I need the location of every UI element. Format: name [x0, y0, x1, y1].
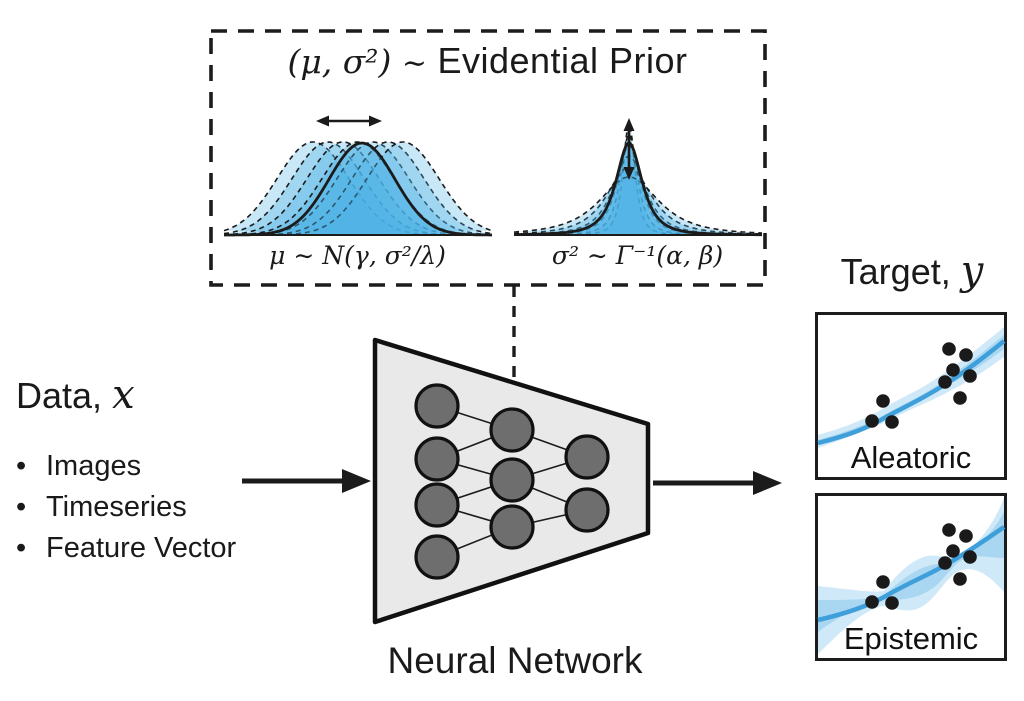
network-node	[489, 457, 535, 503]
input-arrow-icon	[242, 469, 371, 493]
regression-line	[817, 525, 1006, 623]
neural-network-label: Neural Network	[387, 640, 643, 681]
prior-title-text: Evidential Prior	[437, 40, 688, 81]
aleatoric-plot	[817, 327, 1006, 448]
target-heading-math-y: y	[960, 248, 984, 294]
data-heading-math-x: x	[112, 372, 135, 418]
evidential-prior-title: (μ, σ²) ∼ Evidential Prior	[210, 40, 765, 82]
bullet-label: Feature Vector	[46, 532, 237, 564]
mu-prior-label: μ ∼ N(γ, σ²/λ)	[269, 241, 446, 270]
epistemic-uncertainty-panel: Epistemic	[815, 493, 1007, 661]
data-point	[963, 369, 977, 383]
network-node	[414, 383, 460, 429]
data-heading-text: Data,	[16, 375, 103, 416]
network-node	[564, 487, 610, 533]
epistemic-label: Epistemic	[843, 621, 979, 656]
network-node	[414, 482, 460, 528]
gaussian-curves	[223, 141, 493, 237]
tilde-symbol: ∼	[401, 46, 427, 81]
target-heading-text: Target,	[840, 251, 951, 292]
mu-distribution-plot	[223, 115, 493, 237]
aleatoric-label: Aleatoric	[850, 440, 972, 475]
bullet-icon: •	[16, 450, 27, 482]
data-point	[938, 556, 952, 570]
data-point	[953, 391, 967, 405]
data-point	[885, 596, 899, 610]
data-point	[938, 375, 952, 389]
evidential-prior-dashed-box	[209, 29, 767, 287]
data-point	[942, 523, 956, 537]
neural-network-diagram	[372, 337, 651, 625]
horizontal-shift-arrow	[316, 115, 382, 127]
bullet-label: Images	[46, 450, 142, 482]
bullet-label: Timeseries	[46, 491, 187, 523]
network-node	[414, 436, 460, 482]
data-point	[865, 595, 879, 609]
regression-line	[817, 339, 1006, 446]
network-node	[564, 434, 610, 480]
data-heading: Data, x	[16, 372, 135, 418]
data-point	[963, 550, 977, 564]
network-node	[489, 504, 535, 550]
inner-confidence-band	[818, 512, 1004, 632]
list-item: • Images	[16, 446, 236, 487]
prior-network-connector	[512, 286, 516, 380]
data-point	[876, 575, 890, 589]
list-item: • Timeseries	[16, 487, 236, 528]
sigma-prior-label: σ² ∼ Γ⁻¹(α, β)	[551, 241, 724, 270]
data-point	[876, 394, 890, 408]
data-point	[946, 544, 960, 558]
bullet-icon: •	[16, 532, 27, 564]
outer-confidence-band	[818, 327, 1004, 448]
data-point	[865, 414, 879, 428]
list-item: • Feature Vector	[16, 528, 236, 569]
network-node	[414, 534, 460, 580]
data-point	[953, 572, 967, 586]
output-arrow-icon	[653, 471, 782, 495]
bullet-icon: •	[16, 491, 27, 523]
data-point	[946, 363, 960, 377]
aleatoric-uncertainty-panel: Aleatoric	[815, 312, 1007, 480]
prior-title-math: (μ, σ²)	[287, 42, 392, 81]
inverse-gamma-curves	[513, 123, 763, 237]
network-nodes	[414, 383, 610, 580]
data-bullet-list: • Images • Timeseries • Feature Vector	[16, 446, 236, 569]
data-point	[885, 415, 899, 429]
network-node	[489, 407, 535, 453]
epistemic-plot	[817, 498, 1006, 654]
data-point	[942, 342, 956, 356]
data-point	[959, 348, 973, 362]
vertical-shift-arrow	[623, 118, 635, 180]
scatter-points	[865, 523, 977, 610]
sigma-distribution-plot	[513, 118, 763, 237]
scatter-points	[865, 342, 977, 429]
data-point	[959, 529, 973, 543]
target-heading: Target, y	[800, 248, 1024, 294]
